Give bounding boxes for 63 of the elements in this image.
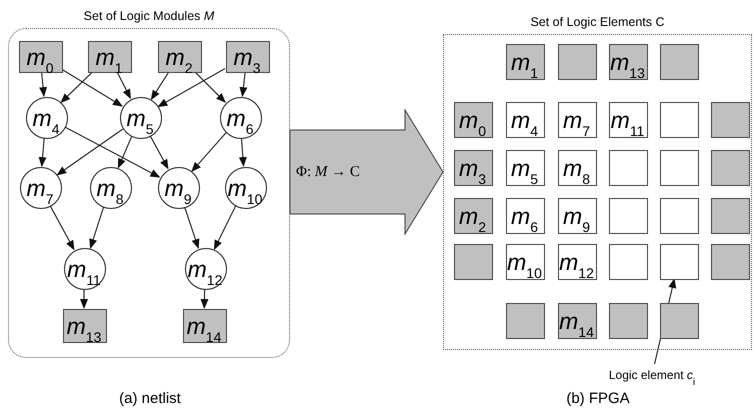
logic-element <box>660 150 699 186</box>
arrow <box>39 72 48 98</box>
group-title: Set of Logic Modules M <box>82 8 216 25</box>
arrow <box>60 72 93 104</box>
arrow <box>214 205 236 250</box>
io-block <box>711 244 750 280</box>
figure-caption: (b) FPGA <box>566 389 630 409</box>
io-block: m$_{3}$ <box>454 150 493 186</box>
io-block: m$_{1}$ <box>506 44 545 80</box>
logic-element: m$_{9}$ <box>558 198 597 234</box>
group-title: Set of Logic Elements C <box>529 14 666 31</box>
io-block <box>454 244 493 280</box>
arrow <box>50 204 74 250</box>
io-block: m$_{3}$ <box>226 41 270 73</box>
figure-caption: (a) netlist <box>119 389 181 409</box>
logic-element: m$_{7}$ <box>558 102 597 138</box>
arrow <box>150 72 170 100</box>
arrow <box>80 288 88 309</box>
arrow <box>116 72 131 100</box>
logic-element: m$_{4}$ <box>506 102 545 138</box>
logic-element <box>609 150 648 186</box>
arrow <box>64 126 160 178</box>
arrow <box>157 68 226 108</box>
arrow <box>38 137 47 168</box>
logic-element <box>609 244 648 280</box>
logic-element: m$_{10}$ <box>506 244 545 280</box>
io-block <box>711 198 750 234</box>
arrow <box>239 72 248 98</box>
logic-element: m$_{8}$ <box>558 150 597 186</box>
io-block <box>506 303 545 339</box>
io-block: m$_{13}$ <box>63 309 107 343</box>
logic-element <box>660 198 699 234</box>
logic-element <box>609 198 648 234</box>
io-block: m$_{0}$ <box>454 102 493 138</box>
io-block <box>558 44 597 80</box>
arrow <box>238 137 247 168</box>
arrow <box>62 68 123 107</box>
logic-element: m$_{11}$ <box>609 102 648 138</box>
io-block: m$_{1}$ <box>88 41 132 73</box>
logic-element <box>660 244 699 280</box>
io-block: m$_{13}$ <box>609 44 648 80</box>
arrow <box>89 206 104 249</box>
io-block: m$_{14}$ <box>183 309 227 343</box>
logic-element <box>660 102 699 138</box>
io-block: m$_{2}$ <box>158 41 202 73</box>
io-block: m$_{2}$ <box>454 198 493 234</box>
arrow <box>194 72 226 103</box>
io-block <box>711 102 750 138</box>
logic-element: m$_{5}$ <box>506 150 545 186</box>
io-block <box>660 44 699 80</box>
arrow <box>150 134 168 170</box>
arrow <box>200 288 208 309</box>
io-block <box>711 150 750 186</box>
logic-element: m$_{12}$ <box>558 244 597 280</box>
io-block <box>609 303 648 339</box>
logic-element: m$_{6}$ <box>506 198 545 234</box>
callout-text: Logic element c$_{i}$ <box>592 364 712 386</box>
arrow <box>56 128 124 176</box>
io-block: m$_{14}$ <box>558 303 597 339</box>
io-block: m$_{0}$ <box>19 41 63 73</box>
io-block <box>660 303 699 339</box>
arrow <box>118 136 132 169</box>
arrow <box>191 132 227 172</box>
